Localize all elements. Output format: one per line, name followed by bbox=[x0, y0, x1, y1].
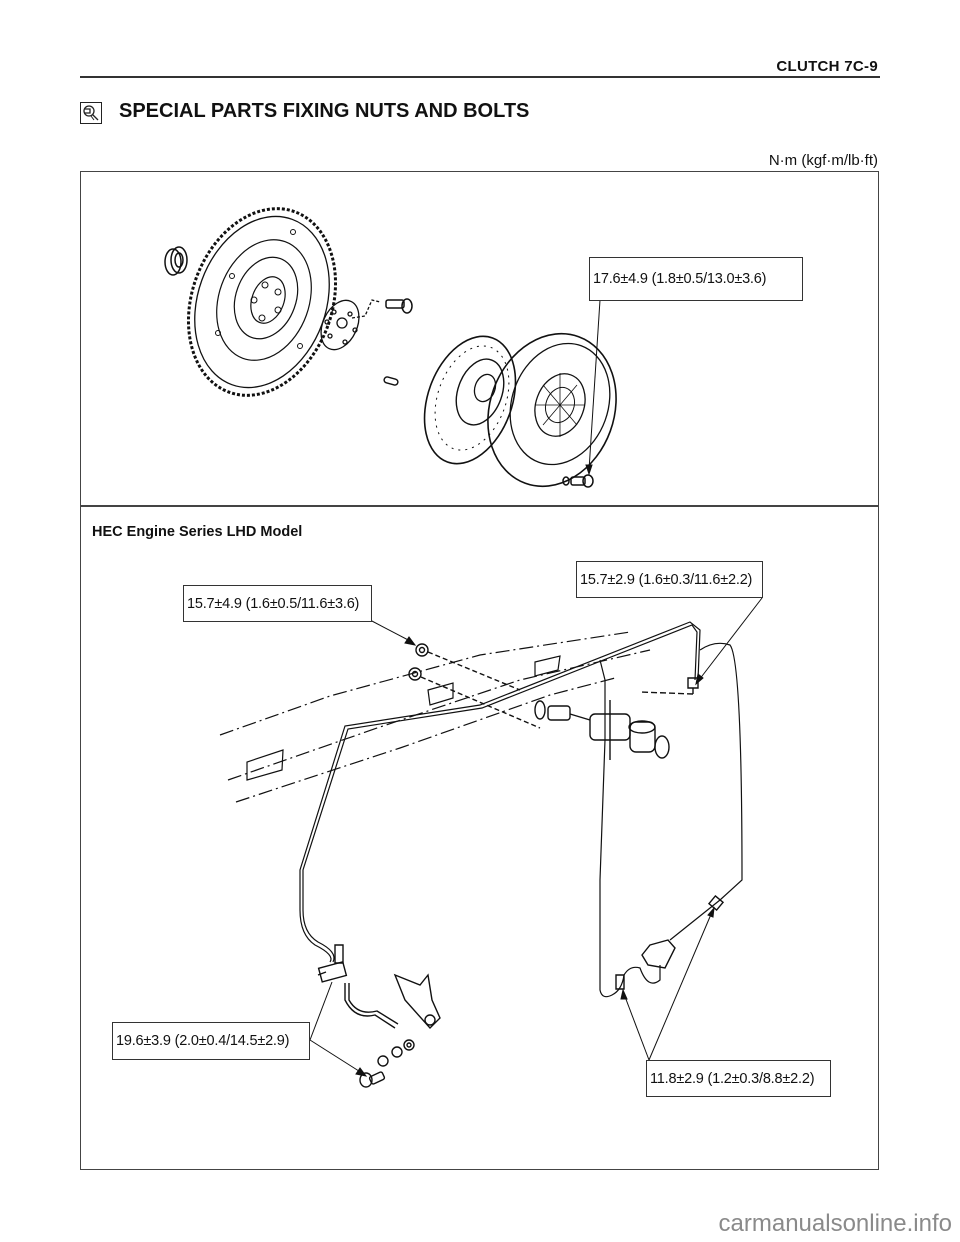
master-cylinder-drawing bbox=[535, 700, 669, 760]
torque-callout-pressure-plate-bolt: 17.6±4.9 (1.8±0.5/13.0±3.6) bbox=[589, 257, 803, 301]
torque-callout-master-cylinder-nut: 15.7±4.9 (1.6±0.5/11.6±3.6) bbox=[183, 585, 372, 622]
leader-line-upper bbox=[586, 300, 600, 474]
master-cylinder-nut-drawing bbox=[409, 644, 540, 728]
dowel-pin-drawing bbox=[383, 376, 398, 385]
flywheel-drawing bbox=[163, 188, 360, 416]
section-title: SPECIAL PARTS FIXING NUTS AND BOLTS bbox=[119, 100, 530, 122]
pilot-bearing-drawing bbox=[165, 247, 187, 275]
flywheel-plate-drawing bbox=[314, 294, 380, 355]
clutch-disc-drawing bbox=[408, 324, 532, 477]
slave-cylinder-drawing bbox=[360, 975, 440, 1087]
header-rule bbox=[80, 76, 880, 78]
lower-diagram-subheading: HEC Engine Series LHD Model bbox=[92, 524, 303, 540]
torque-units-label: N·m (kgf·m/lb·ft) bbox=[768, 152, 878, 169]
torque-callout-pipe-flare-nut: 15.7±2.9 (1.6±0.3/11.6±2.2) bbox=[576, 561, 763, 598]
pressure-plate-bolt-drawing bbox=[563, 475, 593, 487]
page-header-title: CLUTCH 7C-9 bbox=[776, 58, 878, 75]
wrench-magnifier-icon bbox=[80, 102, 102, 124]
torque-callout-hose-flare-nut: 11.8±2.9 (1.2±0.3/8.8±2.2) bbox=[646, 1060, 831, 1097]
flywheel-bolt-drawing bbox=[386, 299, 412, 313]
torque-callout-slave-cylinder-bolt: 19.6±3.9 (2.0±0.4/14.5±2.9) bbox=[112, 1022, 310, 1060]
hose-drawing bbox=[616, 896, 723, 989]
slave-cylinder-bracket-drawing bbox=[318, 945, 398, 1028]
pressure-plate-drawing bbox=[467, 315, 637, 504]
watermark: carmanualsonline.info bbox=[718, 1210, 952, 1237]
clutch-pipe-drawing bbox=[300, 622, 742, 997]
diagram-frame bbox=[80, 171, 879, 1170]
dashboard-outline-drawing bbox=[220, 632, 650, 802]
pipe-flare-nut-drawing bbox=[640, 678, 698, 694]
leader-lines-lower bbox=[310, 598, 762, 1076]
diagram-divider bbox=[80, 505, 879, 507]
